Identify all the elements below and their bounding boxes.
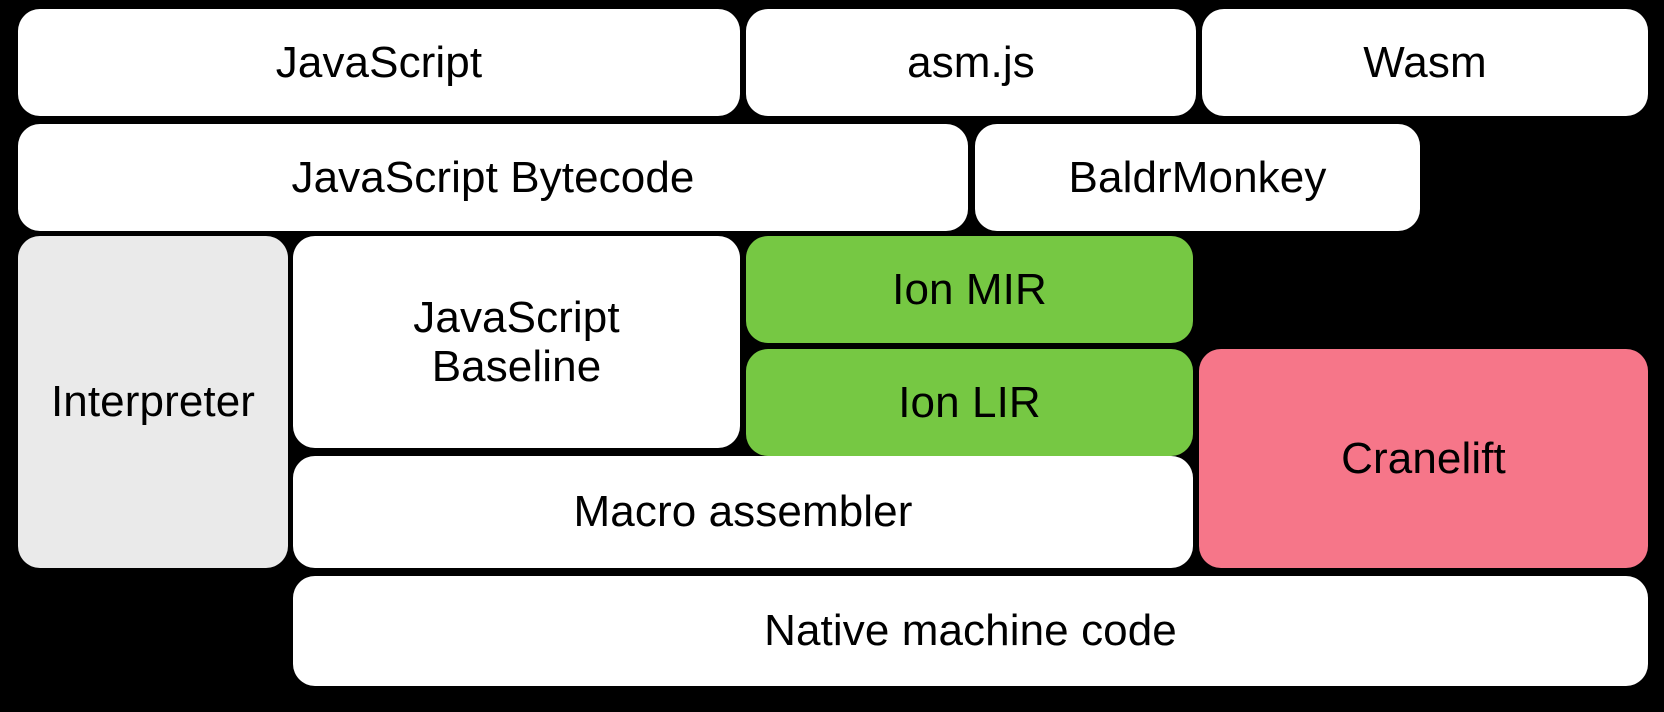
node-javascript-bytecode[interactable]: JavaScript Bytecode [18, 124, 968, 231]
node-asm-js[interactable]: asm.js [746, 9, 1196, 116]
node-interpreter[interactable]: Interpreter [18, 236, 288, 568]
node-wasm[interactable]: Wasm [1202, 9, 1648, 116]
node-ion-lir[interactable]: Ion LIR [746, 349, 1193, 456]
node-macro-assembler[interactable]: Macro assembler [293, 456, 1193, 568]
node-ion-mir[interactable]: Ion MIR [746, 236, 1193, 343]
node-baldrmonkey[interactable]: BaldrMonkey [975, 124, 1420, 231]
node-native-machine-code[interactable]: Native machine code [293, 576, 1648, 686]
node-javascript-baseline[interactable]: JavaScript Baseline [293, 236, 740, 448]
node-javascript[interactable]: JavaScript [18, 9, 740, 116]
node-cranelift[interactable]: Cranelift [1199, 349, 1648, 568]
